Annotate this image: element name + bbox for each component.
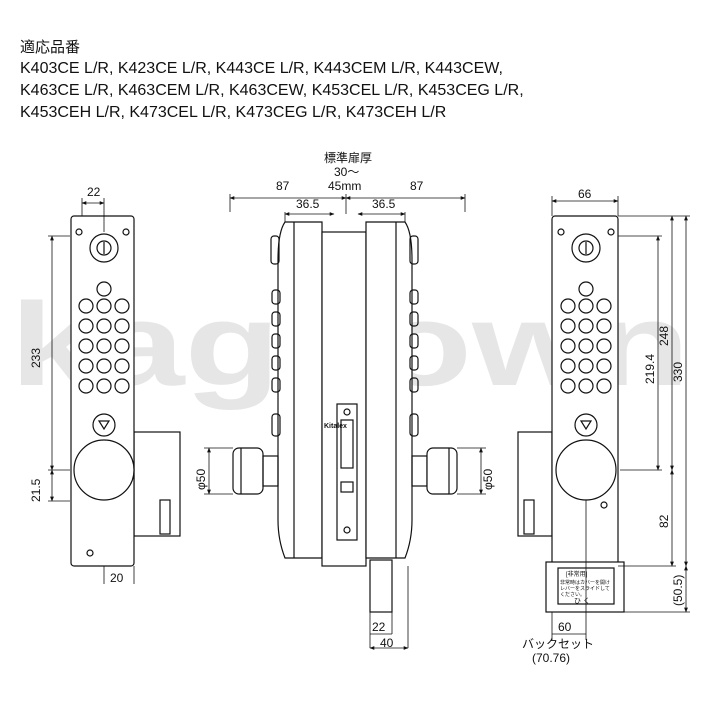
side-dim-right-inner: 36.5 [372,197,396,211]
emergency-text-2: レバーをスライドして [560,585,610,592]
front-keypad [78,298,130,394]
back-dim-4: 82 [657,514,671,528]
side-left-buttons [270,235,281,437]
back-keypad [560,298,612,394]
front-dim-height: 233 [29,348,43,368]
side-dim-left-outer: 87 [276,179,290,193]
front-dim-bottom: 20 [110,571,124,585]
model-line-3: K453CEH L/R, K473CEL L/R, K473CEG L/R, K… [20,104,447,121]
back-dim-3: 330 [671,362,685,382]
emergency-text-3: ください。 [560,591,585,598]
side-lock-faceplate [336,403,358,541]
back-dim-bottom: 60 [558,620,572,634]
model-line-2: K463CE L/R, K463CEM L/R, K463CEW, K453CE… [20,82,524,99]
side-strike-spindle [369,559,393,613]
side-dim-bottom-b: 40 [380,636,394,650]
front-screw-tl [75,228,83,236]
side-right-buttons [409,235,419,437]
emergency-label: [非常用] [566,570,588,578]
back-down-button [574,413,598,437]
back-dimensions [551,196,690,640]
side-knob-right-diameter: φ50 [481,469,495,490]
front-cylinder [89,233,119,263]
side-dim-left-inner: 36.5 [296,197,320,211]
front-screw-tr [122,228,130,236]
side-right-knob [426,447,458,495]
backset-label: バックセット [522,637,594,651]
backset-value: (70.76) [532,651,570,665]
back-cylinder [571,233,601,263]
back-strike-plate [517,431,553,537]
model-list: 適応品番 K403CE L/R, K423CE L/R, K443CE L/R,… [20,38,700,124]
side-view [232,221,458,613]
back-key-top [578,281,594,297]
back-dim-5: (50.5) [671,575,685,606]
front-dim-width: 22 [87,185,101,199]
back-dim-1: 219.4 [643,354,657,384]
side-left-body [277,221,323,559]
emergency-arrow: ひ く [574,597,590,605]
front-cylinder-core [96,240,112,256]
front-latch-plate [159,499,171,535]
side-dim-bottom-a: 22 [372,620,386,634]
side-dimensions [204,194,486,650]
front-down-button [92,413,116,437]
model-list-title: 適応品番 [20,39,81,56]
front-screw-bottom [86,549,94,557]
model-line-1: K403CE L/R, K423CE L/R, K443CE L/R, K443… [20,60,503,77]
front-strike-plate [133,431,181,537]
front-view [70,215,181,567]
front-knob [73,439,135,501]
side-knob-left-diameter: φ50 [194,469,208,490]
door-thickness-label: 標準扉厚 [324,150,372,165]
front-key-top [96,281,112,297]
back-knob [555,439,617,501]
side-left-knob [232,447,264,495]
emergency-text-1: 非常時はカバーを開け [560,579,610,586]
door-thickness-min: 30～ [334,165,359,179]
side-dim-right-outer: 87 [410,179,424,193]
front-dimensions [48,198,135,584]
front-dim-lower: 21.5 [29,478,43,502]
side-right-body [365,221,413,559]
back-dim-width: 66 [578,187,592,201]
door-thickness-max: 45mm [328,179,361,193]
back-dim-2: 248 [657,326,671,346]
back-view [517,215,625,613]
side-case-brand: Kitalex [324,423,347,430]
